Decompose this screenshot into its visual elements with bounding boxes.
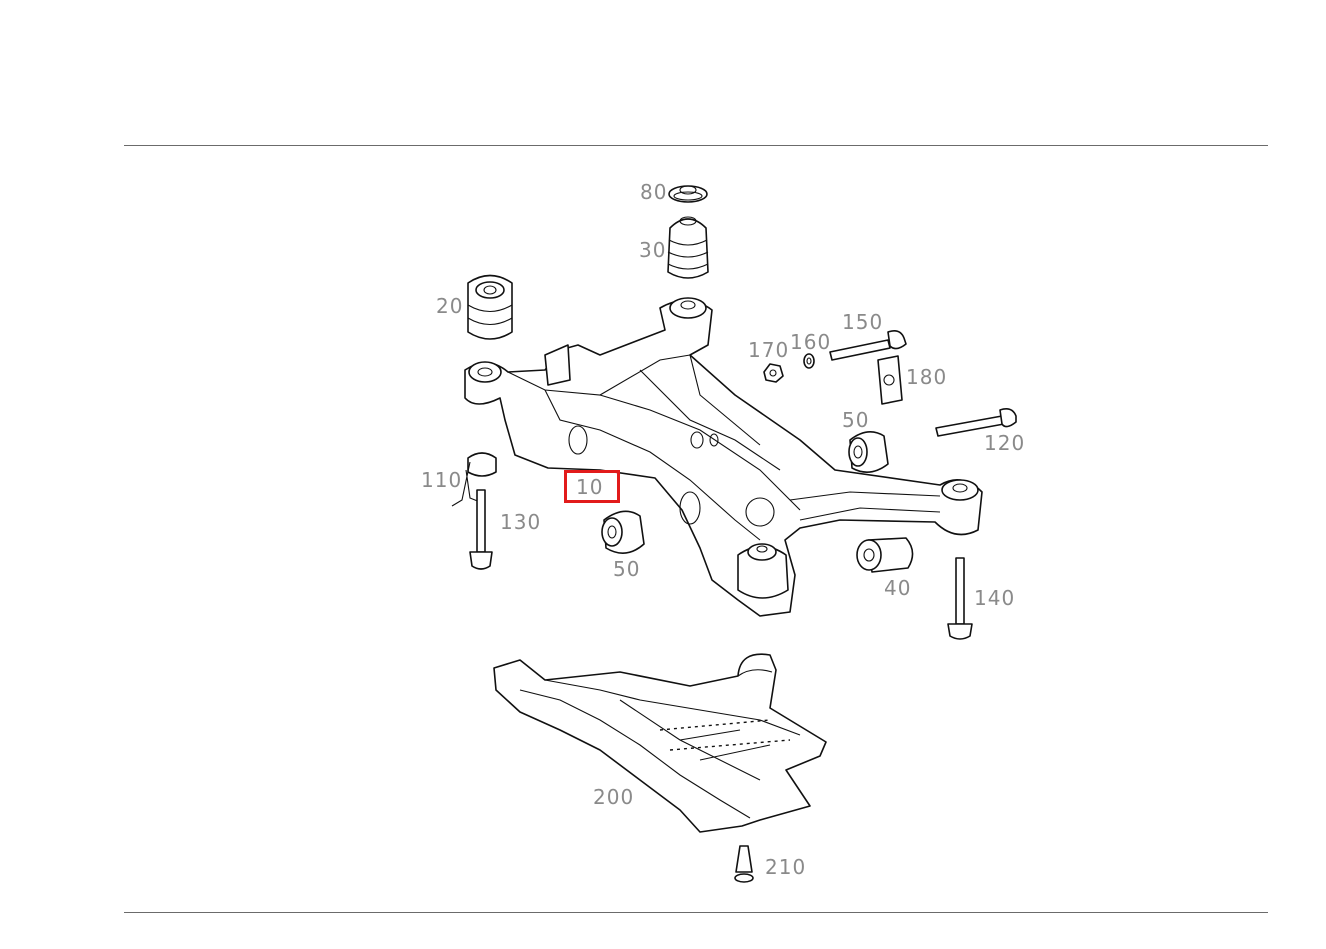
part-20-bushing[interactable] — [467, 274, 513, 340]
part-40-bushing[interactable] — [856, 537, 914, 573]
callout-200[interactable]: 200 — [593, 785, 635, 809]
part-180-bracket[interactable] — [877, 355, 903, 405]
part-160-washer[interactable] — [803, 353, 815, 369]
callout-50-lower[interactable]: 50 — [613, 557, 641, 581]
top-rule — [124, 145, 1268, 146]
part-130-bolt[interactable] — [469, 489, 493, 570]
callout-210[interactable]: 210 — [765, 855, 807, 879]
callout-10[interactable]: 10 — [576, 475, 604, 499]
part-210-clip[interactable] — [734, 845, 754, 883]
part-140-bolt[interactable] — [947, 557, 973, 640]
callout-20[interactable]: 20 — [436, 294, 464, 318]
part-150-bolt[interactable] — [829, 330, 907, 361]
part-30-bump-stop[interactable] — [667, 216, 709, 279]
bottom-rule — [124, 912, 1268, 913]
callout-110[interactable]: 110 — [421, 468, 463, 492]
callout-120[interactable]: 120 — [984, 431, 1026, 455]
part-50-bushing-upper[interactable] — [848, 431, 889, 473]
part-110-bracket[interactable] — [451, 452, 497, 507]
part-200-underbody-shield[interactable] — [493, 653, 827, 833]
callout-150[interactable]: 150 — [842, 310, 884, 334]
callout-80[interactable]: 80 — [640, 180, 668, 204]
callout-130[interactable]: 130 — [500, 510, 542, 534]
part-10-subframe[interactable] — [464, 297, 983, 617]
callout-160[interactable]: 160 — [790, 330, 832, 354]
part-50-bushing-lower[interactable] — [601, 510, 645, 554]
callout-40[interactable]: 40 — [884, 576, 912, 600]
callout-140[interactable]: 140 — [974, 586, 1016, 610]
part-120-bolt[interactable] — [935, 408, 1017, 437]
callout-170[interactable]: 170 — [748, 338, 790, 362]
callout-30[interactable]: 30 — [639, 238, 667, 262]
callout-50-upper[interactable]: 50 — [842, 408, 870, 432]
part-80-cap[interactable] — [668, 185, 708, 203]
callout-180[interactable]: 180 — [906, 365, 948, 389]
part-170-nut[interactable] — [763, 363, 784, 383]
